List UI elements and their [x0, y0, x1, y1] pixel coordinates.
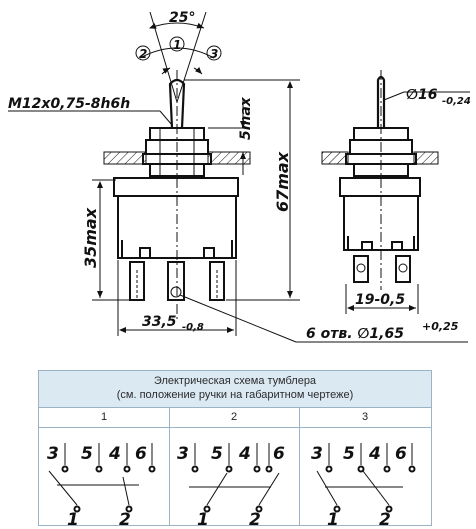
table-column-3: 3 3 5 4 6 1 2: [299, 407, 431, 525]
dim-diameter-label: ∅16: [406, 87, 438, 103]
dim-67max-label: 67max: [273, 151, 292, 212]
svg-text:2: 2: [249, 510, 261, 525]
svg-text:4: 4: [108, 444, 121, 464]
thread-label: M12x0,75-8h6h: [8, 96, 130, 112]
svg-text:3: 3: [47, 444, 59, 464]
column-number: 2: [230, 411, 238, 423]
svg-text:3: 3: [177, 444, 189, 464]
dim-side: 19-0,5: [345, 284, 419, 314]
dim-holes-tol: +0,25: [422, 320, 459, 333]
table-column-1: 1 3 5 4 6 1 2: [39, 407, 170, 525]
svg-text:2: 2: [119, 510, 131, 525]
dim-diameter: ∅16 -0,24: [383, 87, 471, 107]
position-3-label: 3: [210, 47, 218, 61]
table-column-2: 2 3 5 4 6 1 2: [169, 407, 300, 525]
table-columns: 1 3 5 4 6 1 2: [38, 407, 432, 526]
schematic-1: 3 5 4 6 1 2: [47, 443, 156, 525]
svg-text:6: 6: [273, 444, 285, 464]
svg-text:1: 1: [67, 510, 79, 525]
front-view: [103, 70, 251, 320]
dim-holes-label: 6 отв. ∅1,65: [306, 326, 404, 342]
svg-text:5: 5: [81, 444, 93, 464]
angle-label: 25°: [169, 10, 195, 26]
svg-text:6: 6: [135, 444, 147, 464]
svg-text:1: 1: [327, 510, 339, 525]
svg-text:6: 6: [395, 444, 407, 464]
dim-width: 33,5 -0,8: [117, 260, 237, 336]
svg-text:2: 2: [379, 510, 391, 525]
column-number: 1: [100, 411, 108, 423]
table-subtitle: (см. положение ручки на габаритном черте…: [116, 389, 354, 401]
technical-drawing: 25° 1 2 3 M12x0,75-8h6h: [8, 10, 471, 343]
dim-5max: 5max: [208, 96, 254, 175]
table-header: Электрическая схема тумблера (см. положе…: [38, 370, 432, 408]
table-title: Электрическая схема тумблера: [153, 375, 317, 387]
position-1-label: 1: [173, 38, 181, 52]
dim-width-label: 33,5: [142, 314, 177, 330]
circuit-table: Электрическая схема тумблера (см. положе…: [38, 370, 432, 527]
svg-text:5: 5: [343, 444, 355, 464]
svg-text:1: 1: [197, 510, 209, 525]
svg-text:4: 4: [238, 444, 251, 464]
side-view: [321, 70, 439, 290]
dim-35max-label: 35max: [81, 207, 100, 268]
schematic-3: 3 5 4 6 1 2: [311, 443, 416, 525]
angle-indicator: 25° 1 2 3: [135, 10, 222, 103]
position-2-label: 2: [139, 47, 147, 61]
dim-width-tol: -0,8: [182, 322, 204, 333]
svg-text:3: 3: [311, 444, 323, 464]
column-number: 3: [361, 411, 369, 423]
dim-35max: 35max: [81, 179, 132, 301]
dim-side-label: 19-0,5: [355, 292, 405, 308]
svg-text:4: 4: [368, 444, 381, 464]
dim-holes: 6 отв. ∅1,65 +0,25: [179, 294, 468, 343]
dim-67max: 67max: [184, 79, 300, 301]
dim-5max-label: 5max: [238, 96, 254, 140]
svg-text:5: 5: [211, 444, 223, 464]
dim-diameter-tol: -0,24: [442, 96, 471, 107]
schematic-2: 3 5 4 6 1 2: [177, 443, 285, 525]
